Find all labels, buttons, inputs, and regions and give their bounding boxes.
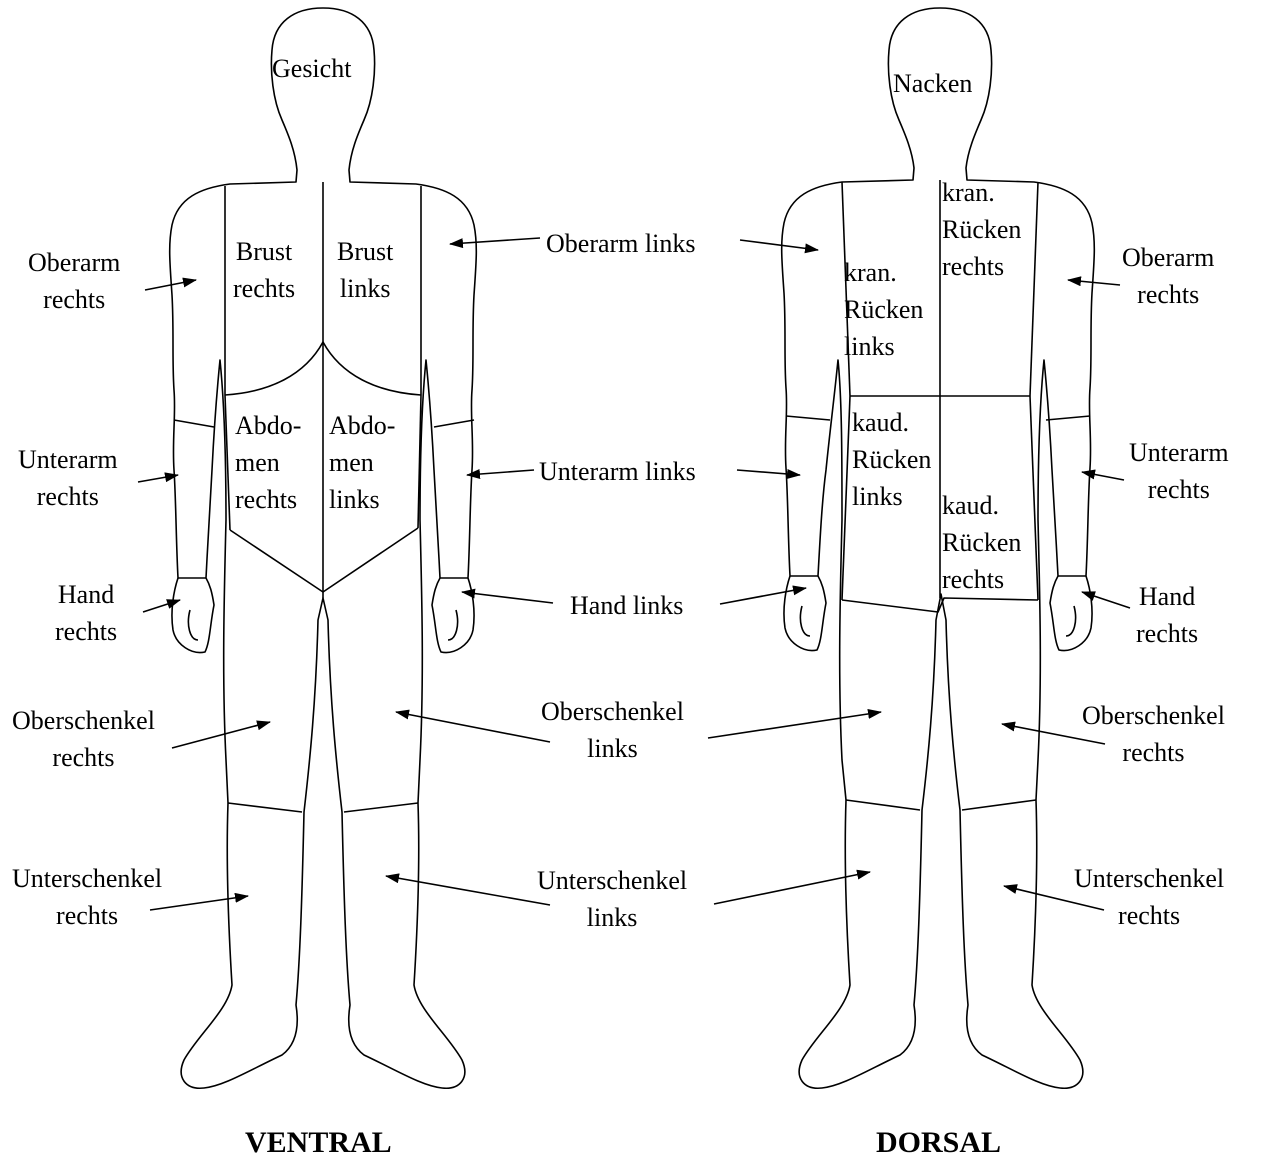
arrow-hand-dorsal xyxy=(720,588,806,604)
dorsal-knee-line-left xyxy=(962,800,1036,810)
label-gesicht: Gesicht xyxy=(272,50,351,87)
ventral-figure xyxy=(170,8,477,1088)
ventral-forearm-line-left xyxy=(434,420,474,427)
ventral-knee-line-left xyxy=(344,803,418,812)
arrow-oberschenkel-links-ventral xyxy=(396,712,550,742)
dorsal-forearm-line-left xyxy=(1046,416,1090,420)
ventral-hand-right-detail xyxy=(188,610,198,640)
dorsal-lower-back-left xyxy=(1030,396,1038,600)
arrow-oberschenkel-dorsal xyxy=(708,712,881,738)
arrow-hand-rechts-dorsal xyxy=(1082,592,1130,608)
arrow-unterschenkel-links-ventral xyxy=(386,876,550,905)
label-unterarm-links: Unterarm links xyxy=(539,453,696,490)
arrow-oberarm-dorsal xyxy=(740,240,818,250)
arrow-unterarm-rechts-ventral xyxy=(138,475,178,482)
arrow-oberarm-rechts-dorsal xyxy=(1068,280,1120,285)
dorsal-body-outline xyxy=(782,8,1095,1088)
dorsal-hand-left-detail xyxy=(1066,606,1076,636)
dorsal-figure xyxy=(782,8,1095,1088)
dorsal-knee-line-right xyxy=(846,800,920,810)
arrow-unterschenkel-rechts-ventral xyxy=(150,896,248,910)
dorsal-back-line-left xyxy=(1030,182,1038,396)
ventral-knee-line-right xyxy=(228,803,302,812)
arrow-unterarm-rechts-dorsal xyxy=(1082,472,1124,480)
ventral-pelvis-line xyxy=(230,528,418,592)
arrow-hand-links-ventral xyxy=(462,592,553,603)
dorsal-hand-right-detail xyxy=(800,606,810,636)
arrow-unterarm-dorsal xyxy=(737,470,800,475)
arrow-oberarm-links-ventral xyxy=(450,238,540,244)
arrow-oberschenkel-rechts-ventral xyxy=(172,722,270,748)
title-ventral: VENTRAL xyxy=(245,1126,392,1160)
arrow-unterarm-links-ventral xyxy=(467,470,534,475)
dorsal-forearm-line-right xyxy=(786,416,830,420)
ventral-hand-left-detail xyxy=(448,610,458,640)
title-dorsal: DORSAL xyxy=(876,1126,1001,1160)
arrow-hand-rechts-ventral xyxy=(143,600,180,612)
label-nacken: Nacken xyxy=(893,65,972,102)
label-hand-links: Hand links xyxy=(570,587,683,624)
label-oberarm-links: Oberarm links xyxy=(546,225,695,262)
ventral-forearm-line-right xyxy=(174,420,214,427)
dorsal-lower-back-right xyxy=(842,396,850,600)
